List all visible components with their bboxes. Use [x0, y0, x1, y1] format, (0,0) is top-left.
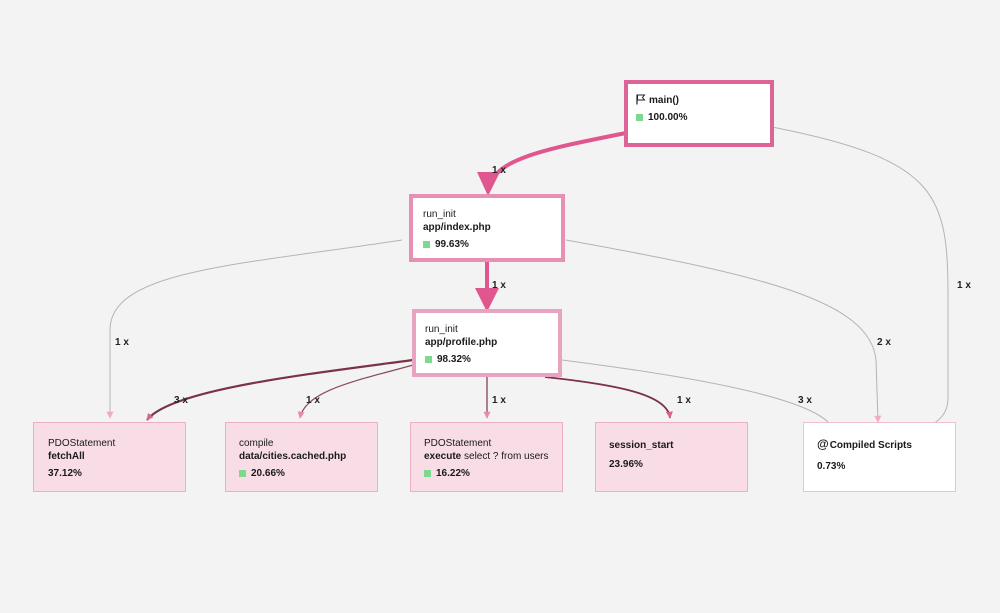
arrowhead-index-to-profile: [475, 288, 499, 312]
node-profile-percent-row: 98.32%: [425, 353, 549, 366]
node-fetchall-percent: 37.12%: [48, 468, 82, 479]
node-compiled-scripts[interactable]: @Compiled Scripts 0.73%: [803, 422, 956, 492]
node-profile-percent: 98.32%: [437, 354, 471, 365]
node-execute-name: execute: [424, 451, 462, 462]
node-index-name: app/index.php: [423, 222, 491, 233]
green-square-icon: [636, 114, 643, 121]
at-icon: @: [817, 437, 829, 451]
edge-index-to-fetchall: [106, 239, 403, 419]
arrowhead-main-to-index: [477, 172, 500, 196]
node-fetchall-kind: PDOStatement: [48, 438, 116, 449]
edge-profile-to-fetchall: [146, 358, 414, 421]
node-compile-cities[interactable]: compile data/cities.cached.php 20.66%: [225, 422, 378, 492]
edge-label-main-index: 1 x: [492, 165, 506, 176]
node-compile-percent-row: 20.66%: [239, 467, 364, 480]
edge-label-index-compiled: 2 x: [877, 337, 891, 348]
node-session-start[interactable]: session_start 23.96%: [595, 422, 748, 492]
node-main-name: main(): [649, 95, 679, 106]
edge-label-profile-compiled: 3 x: [798, 395, 812, 406]
node-index-percent-row: 99.63%: [423, 238, 551, 251]
node-main-title: main(): [636, 94, 762, 107]
node-profile-kind: run_init: [425, 324, 458, 335]
node-main-percent: 100.00%: [648, 112, 688, 123]
node-main[interactable]: main() 100.00%: [624, 80, 774, 147]
edge-label-profile-execute: 1 x: [492, 395, 506, 406]
node-run-init-profile[interactable]: run_init app/profile.php 98.32%: [412, 309, 562, 377]
node-compiled-percent: 0.73%: [817, 461, 846, 472]
edge-main-to-compiled: [771, 126, 949, 431]
flag-icon: [636, 94, 646, 105]
node-compile-name: data/cities.cached.php: [239, 451, 347, 462]
node-compiled-title: @Compiled Scripts: [817, 438, 942, 452]
node-execute-query: select ? from users o...: [464, 451, 549, 462]
green-square-icon: [424, 470, 431, 477]
edge-profile-to-session: [544, 376, 673, 419]
node-pdostatement-fetchall[interactable]: PDOStatement fetchAll 37.12%: [33, 422, 186, 492]
edge-profile-to-compile: [297, 364, 414, 419]
edge-label-profile-fetchall: 3 x: [174, 395, 188, 406]
node-compiled-name: Compiled Scripts: [829, 440, 912, 451]
node-session-percent: 23.96%: [609, 459, 643, 470]
node-index-percent: 99.63%: [435, 239, 469, 250]
node-execute-title: execute select ? from users o...: [424, 450, 549, 463]
node-execute-kind: PDOStatement: [424, 438, 492, 449]
node-compile-kind: compile: [239, 438, 274, 449]
edge-main-to-index: [486, 131, 627, 191]
node-session-name: session_start: [609, 440, 674, 451]
node-fetchall-name: fetchAll: [48, 451, 85, 462]
node-execute-percent: 16.22%: [436, 468, 470, 479]
node-main-percent-row: 100.00%: [636, 111, 762, 124]
edge-label-index-fetchall: 1 x: [115, 337, 129, 348]
edge-label-main-compiled: 1 x: [957, 280, 971, 291]
node-profile-name: app/profile.php: [425, 337, 498, 348]
node-pdostatement-execute[interactable]: PDOStatement execute select ? from users…: [410, 422, 563, 492]
edge-label-profile-session: 1 x: [677, 395, 691, 406]
edge-label-profile-compile: 1 x: [306, 395, 320, 406]
edge-profile-to-compiled: [561, 359, 829, 423]
edge-label-index-profile: 1 x: [492, 280, 506, 291]
green-square-icon: [239, 470, 246, 477]
node-compile-percent: 20.66%: [251, 468, 285, 479]
green-square-icon: [425, 356, 432, 363]
node-execute-percent-row: 16.22%: [424, 467, 549, 480]
edge-index-to-compiled: [565, 239, 882, 423]
node-run-init-index[interactable]: run_init app/index.php 99.63%: [409, 194, 565, 262]
green-square-icon: [423, 241, 430, 248]
node-index-kind: run_init: [423, 209, 456, 220]
